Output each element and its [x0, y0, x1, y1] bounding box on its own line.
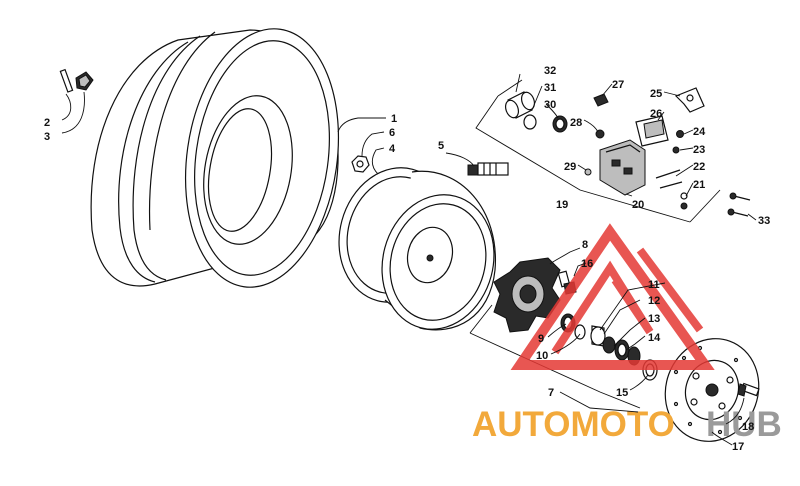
lug-nut — [351, 155, 370, 173]
callout-33: 33 — [758, 215, 770, 227]
callout-30: 30 — [544, 99, 556, 111]
callout-32: 32 — [544, 65, 556, 77]
callout-9: 9 — [538, 333, 544, 345]
leader-lines — [61, 73, 757, 446]
callout-11: 11 — [648, 279, 660, 291]
callout-28: 28 — [570, 117, 582, 129]
callout-2: 2 — [44, 117, 50, 129]
disc-bolt — [737, 382, 760, 397]
callout-14: 14 — [648, 332, 661, 344]
callout-24: 24 — [693, 126, 706, 138]
watermark-triangle-accent — [636, 247, 704, 333]
brake-caliper-assembly — [475, 79, 751, 223]
callout-31: 31 — [544, 82, 556, 94]
watermark-text-secondary: HUB — [706, 405, 782, 444]
callout-7: 7 — [548, 387, 554, 399]
callout-17: 17 — [732, 441, 744, 453]
hub-group-bracket-end — [469, 304, 493, 334]
callout-4: 4 — [389, 143, 396, 155]
callout-25: 25 — [650, 88, 662, 100]
callout-26: 26 — [650, 108, 662, 120]
callout-22: 22 — [693, 161, 705, 173]
callout-27: 27 — [612, 79, 624, 91]
callout-3: 3 — [44, 131, 50, 143]
callout-10: 10 — [536, 350, 548, 362]
watermark-logo — [510, 223, 715, 370]
callout-16: 16 — [581, 258, 593, 270]
watermark-triangle-outer — [510, 223, 715, 370]
callout-numbers: 1 2 3 4 5 6 7 8 9 10 11 12 13 14 15 16 1… — [44, 65, 770, 453]
callout-18: 18 — [742, 421, 754, 433]
valve-stem — [59, 68, 94, 93]
callout-15: 15 — [616, 387, 628, 399]
callout-8: 8 — [582, 239, 588, 251]
callout-6: 6 — [389, 127, 395, 139]
tire — [90, 28, 340, 288]
callout-1: 1 — [391, 113, 397, 125]
watermark-triangle-inner — [551, 260, 654, 355]
callout-12: 12 — [648, 295, 660, 307]
callout-20: 20 — [632, 199, 644, 211]
callout-21: 21 — [693, 179, 705, 191]
wheel-hub — [493, 257, 561, 333]
callout-19: 19 — [556, 199, 568, 211]
callout-29: 29 — [564, 161, 576, 173]
callout-13: 13 — [648, 313, 660, 325]
watermark-text-primary: AUTOMOTO — [472, 405, 675, 444]
hub-group-bracket — [469, 332, 641, 409]
wheel-stud — [467, 162, 509, 176]
wheel-rim — [338, 167, 496, 331]
callout-23: 23 — [693, 144, 705, 156]
callout-5: 5 — [438, 140, 444, 152]
